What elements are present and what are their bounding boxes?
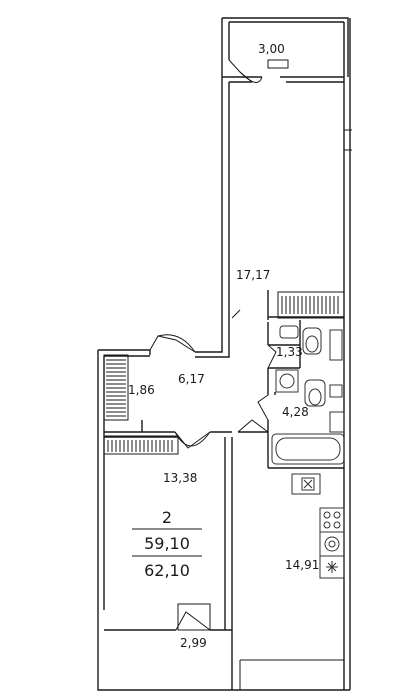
- room-area-wc: 1,33: [276, 345, 303, 359]
- bathroom-fixtures: [271, 369, 345, 465]
- room-area-bathroom: 4,28: [282, 405, 309, 419]
- outer-walls: [97, 17, 352, 691]
- room-area-closet: 1,86: [128, 383, 155, 397]
- living-area: 59,10: [144, 534, 190, 553]
- wc-fixtures: [279, 325, 343, 361]
- room-area-balcony-bottom: 2,99: [180, 636, 207, 650]
- total-area: 62,10: [144, 561, 190, 580]
- doors: [149, 59, 277, 631]
- kitchen-fixtures: [291, 473, 345, 579]
- room-area-hall: 6,17: [178, 372, 205, 386]
- room-area-bedroom: 13,38: [163, 471, 198, 485]
- summary-dividers: [132, 528, 202, 557]
- rooms-count: 2: [161, 508, 173, 527]
- radiator-hatching: [106, 296, 339, 452]
- room-area-living-room: 17,17: [236, 268, 271, 282]
- interior-walls: [104, 290, 344, 630]
- room-area-balcony-top: 3,00: [258, 42, 285, 56]
- windows: [103, 59, 345, 631]
- room-area-kitchen: 14,91: [285, 558, 320, 572]
